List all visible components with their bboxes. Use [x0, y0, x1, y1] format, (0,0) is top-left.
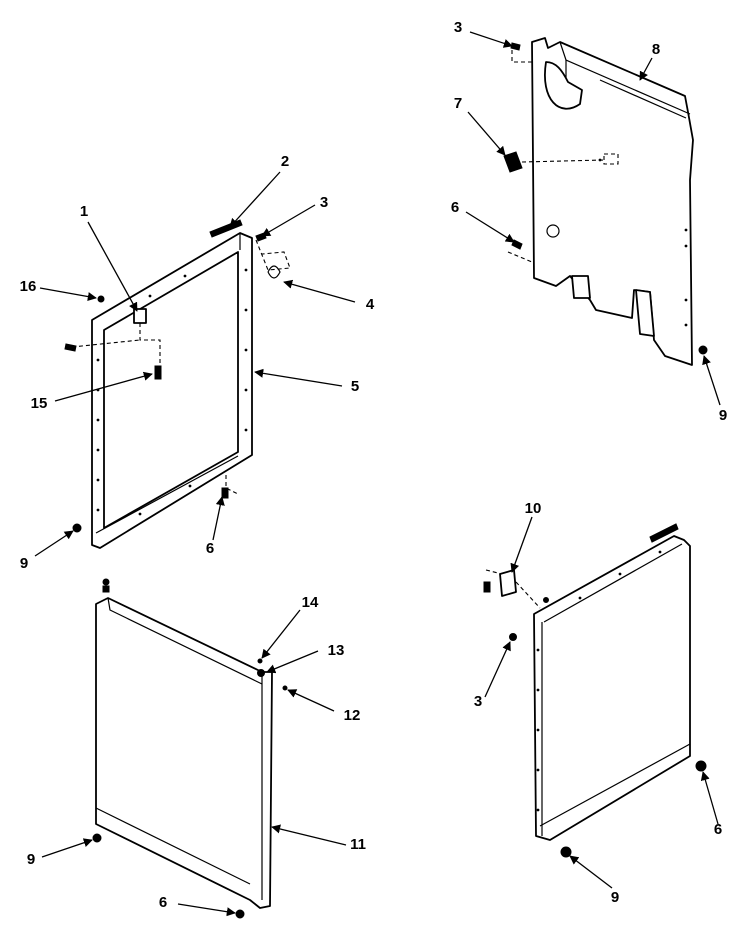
callout-3: 3 [454, 19, 462, 36]
foot-6-side [235, 909, 245, 919]
foot-9 [72, 523, 82, 533]
bolt-top [102, 578, 110, 586]
cap-13 [257, 669, 265, 677]
handle-cutout [544, 61, 583, 110]
callout-6: 6 [206, 540, 214, 557]
callout-3: 3 [320, 194, 328, 211]
front-frame-assembly [64, 219, 291, 549]
screw-6-lower [221, 487, 229, 499]
frame-opening [103, 251, 239, 529]
rear-panel-assembly [503, 37, 708, 366]
callout-6: 6 [714, 821, 722, 838]
screw-3-side [509, 633, 517, 641]
callout-15: 15 [31, 395, 48, 412]
hook-4 [267, 265, 281, 279]
callout-13: 13 [328, 642, 345, 659]
screw-15 [154, 365, 162, 380]
callout-6: 6 [159, 894, 167, 911]
foot-9-right [560, 846, 572, 858]
foot-9-panel [698, 345, 708, 355]
callout-12: 12 [344, 707, 361, 724]
callout-14: 14 [302, 594, 319, 611]
callout-16: 16 [20, 278, 37, 295]
nut-16 [97, 295, 105, 303]
callout-6: 6 [451, 199, 459, 216]
screw-3-top [510, 42, 521, 51]
foot-9-side [92, 833, 102, 843]
screw-12 [282, 685, 288, 691]
callout-7: 7 [454, 95, 462, 112]
side-panel-11 [95, 597, 273, 909]
callout-9: 9 [27, 851, 35, 868]
side-panel-right [533, 535, 691, 841]
callout-10: 10 [525, 500, 542, 517]
callout-1: 1 [80, 203, 88, 220]
callout-2: 2 [281, 153, 289, 170]
callout-9: 9 [719, 407, 727, 424]
callout-5: 5 [351, 378, 359, 395]
foot-6-right [695, 760, 707, 772]
side-holes [536, 550, 662, 812]
side-panel-left-assembly [92, 578, 288, 919]
screw-left [64, 343, 77, 352]
callout-4: 4 [366, 296, 375, 313]
latch-clip [133, 308, 147, 324]
callout-labels: 1 2 3 16 4 15 5 9 6 3 8 7 6 9 14 13 12 1… [20, 19, 728, 911]
callout-8: 8 [652, 41, 660, 58]
callout-9: 9 [611, 889, 619, 906]
callout-11: 11 [350, 836, 366, 853]
spring-7 [503, 151, 523, 173]
callout-3: 3 [474, 693, 482, 710]
callout-9: 9 [20, 555, 28, 572]
gasket-strip [649, 523, 679, 543]
pin-14 [257, 658, 263, 664]
leader-lines [34, 31, 721, 917]
bracket-10 [499, 569, 517, 597]
side-panel-right-assembly [483, 523, 707, 858]
